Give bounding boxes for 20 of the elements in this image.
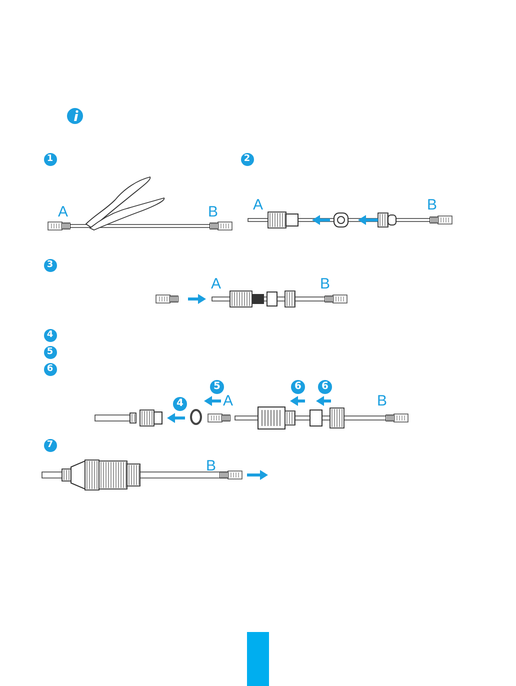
part-end-label: B — [208, 204, 218, 220]
step-number-badge: 5 — [44, 346, 56, 358]
part-end-label: A — [211, 276, 221, 292]
step-number-badge: 3 — [44, 258, 56, 272]
part-end-label: A — [253, 198, 263, 212]
step-number-badge: 7 — [44, 438, 56, 452]
step-number-badge: 2 — [240, 152, 254, 166]
step-number-badge: 6 — [291, 380, 305, 394]
step-number-badge: 5 — [210, 380, 224, 394]
part-end-label: A — [223, 394, 233, 408]
step-number-badge: 6 — [318, 380, 332, 394]
part-end-label: A — [58, 204, 68, 220]
part-end-label: B — [427, 198, 437, 212]
step-number-badge: 1 — [44, 152, 56, 166]
part-end-label: B — [320, 276, 330, 292]
step-number-badge: 4 — [173, 397, 187, 411]
part-end-label: B — [206, 458, 216, 474]
step-number-badge: 4 — [44, 328, 56, 342]
part-end-label: B — [377, 394, 387, 408]
step-number-badge: 6 — [44, 362, 56, 376]
